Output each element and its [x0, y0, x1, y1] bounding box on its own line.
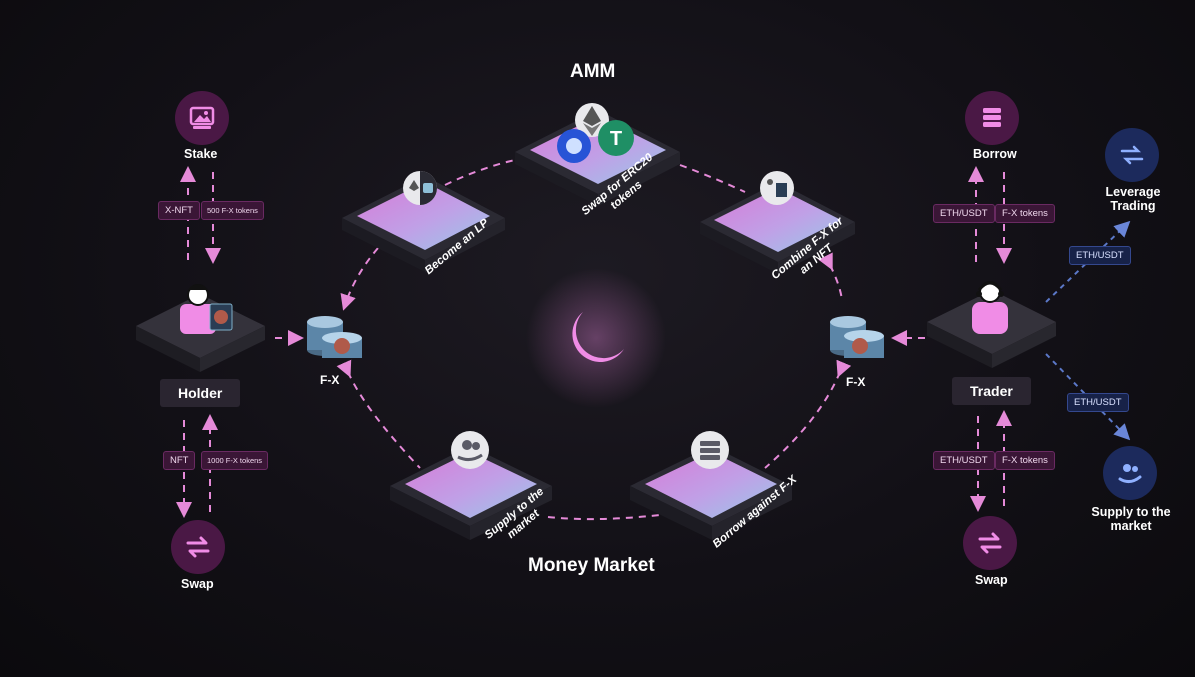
fx-left-label: F-X	[320, 373, 340, 387]
ring-lp-amm	[444, 159, 516, 186]
trader-to-leverage	[1045, 220, 1131, 303]
ring-fx-borrow	[764, 359, 852, 469]
coin-stack-icon-right	[830, 316, 884, 358]
amm-title: AMM	[570, 61, 616, 82]
platform-become-lp	[342, 176, 505, 272]
image-icon	[175, 91, 229, 145]
platform-supply	[390, 446, 552, 540]
trader-swap-label: Swap	[975, 573, 1008, 587]
money-market-title: Money Market	[528, 555, 655, 576]
holder-name-box: Holder	[160, 379, 241, 407]
eth-usdt-top-tag: ETH/USDT	[933, 204, 995, 223]
holder-figure-icon	[180, 284, 233, 334]
nft-tag: NFT	[163, 451, 196, 470]
supply-user-icon	[1103, 446, 1157, 500]
borrow-label: Borrow	[973, 147, 1017, 161]
user-hand-icon	[451, 431, 489, 469]
platform-borrow	[630, 446, 792, 540]
ring-fx-lp	[340, 247, 379, 311]
borrow-stack-icon	[965, 91, 1019, 145]
trader-swap-arrows-icon	[963, 516, 1017, 570]
fx-right-label: F-X	[846, 375, 866, 389]
trader-figure-icon	[972, 281, 1008, 334]
eth-usdt-bottom-tag: ETH/USDT	[933, 451, 995, 470]
fx-top-tag: F-X tokens	[995, 204, 1055, 223]
ring-fx-combine	[818, 252, 843, 301]
platform-combine-fx	[700, 182, 855, 274]
eth-usdt-leverage-tag: ETH/USDT	[1069, 246, 1131, 265]
coin-stack-icon-left	[307, 316, 362, 358]
ring-fx-supply	[336, 359, 421, 469]
ring-amm-combine	[679, 164, 746, 193]
tether-icon	[598, 120, 634, 156]
exchange-icon	[1105, 128, 1159, 182]
ring-supply-borrow	[547, 514, 661, 521]
stake-label: Stake	[184, 147, 218, 161]
fx1000-tag: 1000 F-X tokens	[201, 451, 269, 470]
holder-swap-label: Swap	[181, 577, 214, 591]
fx-bottom-tag: F-X tokens	[995, 451, 1055, 470]
eth-usdt-supply-tag: ETH/USDT	[1067, 393, 1129, 412]
swap-arrows-icon	[171, 520, 225, 574]
xnft-tag: X-NFT	[158, 201, 200, 220]
moon-glow	[526, 268, 666, 408]
fx500-tag: 500 F-X tokens	[201, 201, 264, 220]
svg-text:T: T	[610, 128, 622, 150]
trader-name-box: Trader	[952, 377, 1031, 405]
